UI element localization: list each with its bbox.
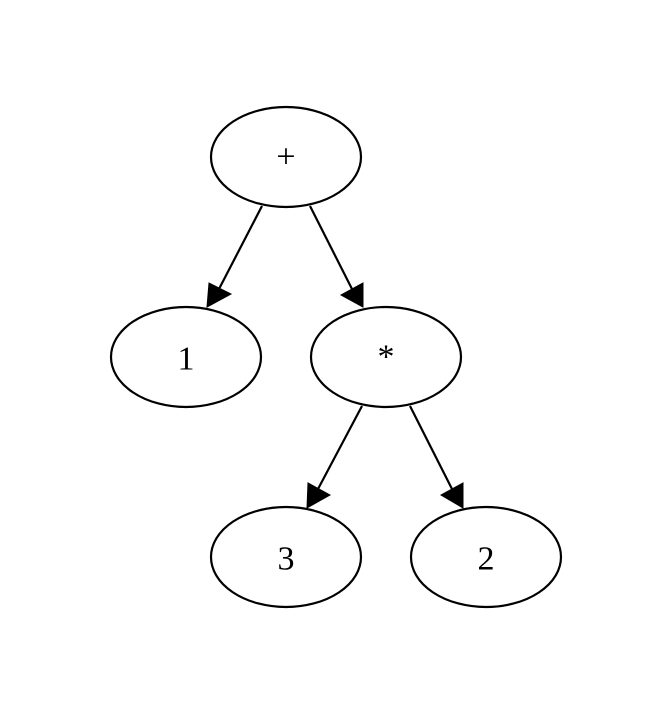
node-plus-ellipse <box>209 105 363 209</box>
edges <box>206 205 464 509</box>
edge-plus-to-one <box>206 205 263 308</box>
node-plus-label: + <box>276 139 295 176</box>
node-one-label: 1 <box>178 341 195 378</box>
node-three: 3 <box>209 505 363 609</box>
node-plus: + <box>209 105 363 209</box>
node-times-label: * <box>378 339 395 376</box>
node-one-ellipse <box>109 305 263 409</box>
edge-times-to-two <box>409 405 464 509</box>
edge-times-to-three <box>306 405 363 509</box>
node-one: 1 <box>109 305 263 409</box>
node-times: * <box>309 305 463 409</box>
edge-plus-to-times <box>309 205 364 308</box>
node-two-ellipse <box>409 505 563 609</box>
node-three-label: 3 <box>278 541 295 578</box>
node-two: 2 <box>409 505 563 609</box>
node-times-ellipse <box>309 305 463 409</box>
node-two-label: 2 <box>478 541 495 578</box>
node-three-ellipse <box>209 505 363 609</box>
